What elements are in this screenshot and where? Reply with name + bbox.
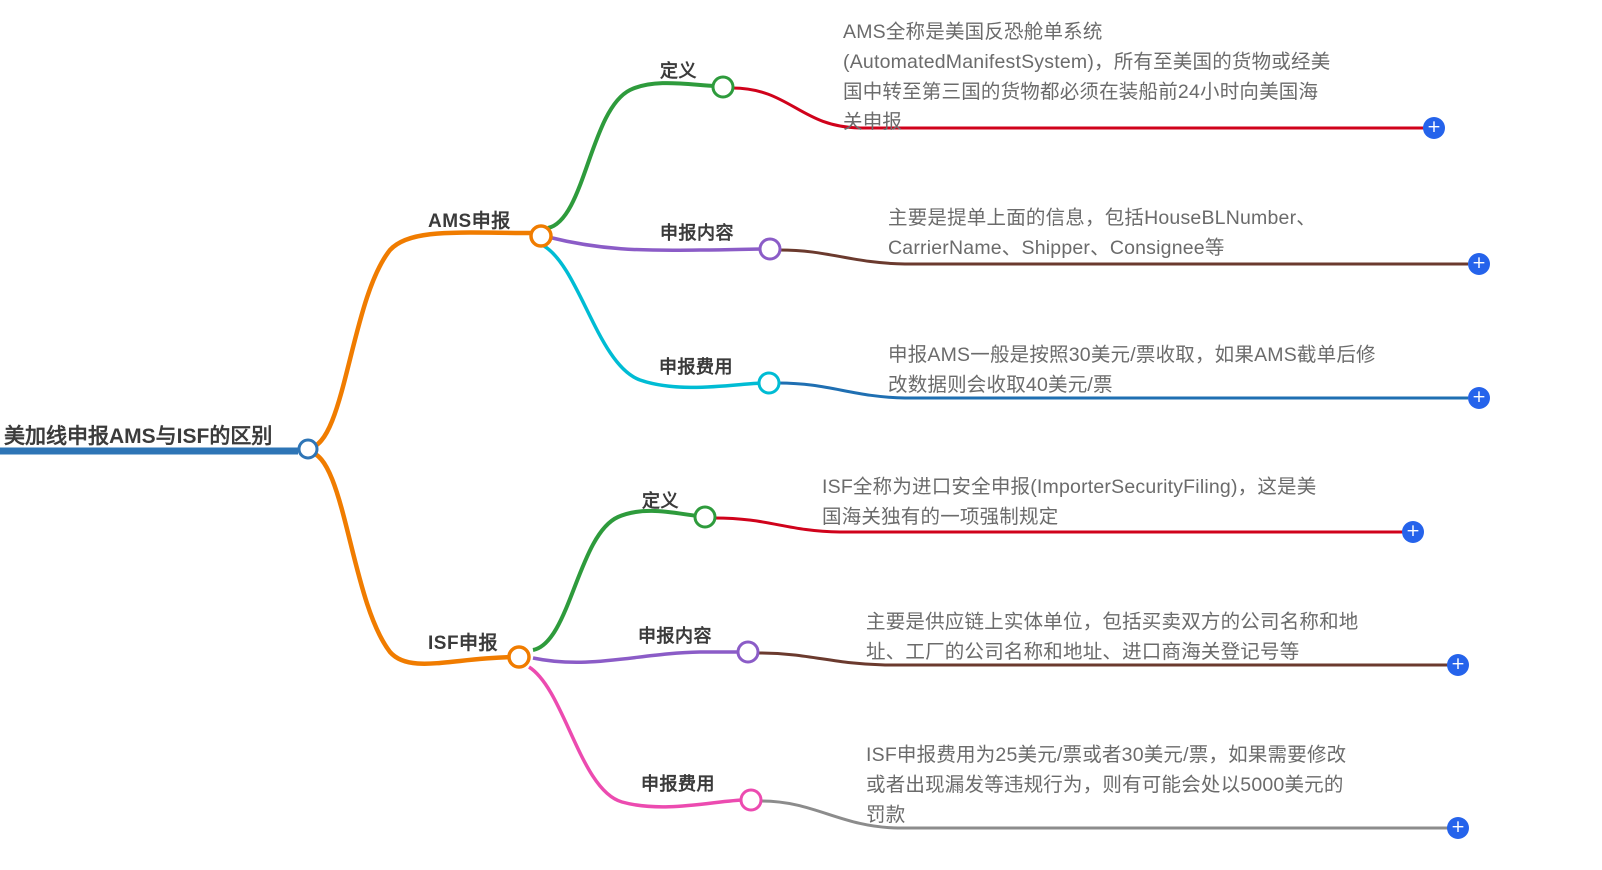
node-circle-ams-content	[758, 237, 782, 261]
link-ams-to-definition	[547, 81, 717, 230]
expand-button-ams-fee[interactable]: +	[1468, 387, 1490, 409]
leaf-text-ams-fee: 申报AMS一般是按照30美元/票收取，如果AMS截单后修 改数据则会收取40美元…	[888, 344, 1376, 396]
leaf-text-isf-definition: ISF全称为进口安全申报(ImporterSecurityFiling)，这是美…	[822, 476, 1317, 528]
expand-button-isf-fee[interactable]: +	[1447, 817, 1469, 839]
node-circle-isf	[507, 645, 531, 669]
branch-label-isf[interactable]: ISF申报	[428, 633, 499, 654]
leaf-text-ams-definition: AMS全称是美国反恐舱单系统 (AutomatedManifestSystem)…	[843, 21, 1331, 133]
expand-button-isf-definition[interactable]: +	[1402, 521, 1424, 543]
expand-button-ams-definition[interactable]: +	[1423, 117, 1445, 139]
node-circle-isf-content	[736, 640, 760, 664]
node-label-ams-content[interactable]: 申报内容	[660, 223, 734, 243]
node-circle-isf-fee	[739, 788, 763, 812]
node-label-isf-content[interactable]: 申报内容	[638, 626, 712, 646]
expand-button-isf-content[interactable]: +	[1447, 654, 1469, 676]
branch-label-ams[interactable]: AMS申报	[428, 211, 511, 232]
link-isf-to-content	[532, 650, 742, 664]
node-circle-isf-definition	[693, 505, 717, 529]
link-root-to-ams	[307, 230, 534, 451]
node-label-ams-definition[interactable]: 定义	[660, 61, 697, 81]
node-label-ams-fee[interactable]: 申报费用	[659, 357, 733, 377]
expand-button-ams-content[interactable]: +	[1468, 253, 1490, 275]
leaf-text-isf-content: 主要是供应链上实体单位，包括买卖双方的公司名称和地 址、工厂的公司名称和地址、进…	[866, 611, 1359, 663]
node-circle-ams-definition	[711, 75, 735, 99]
leaf-text-isf-fee: ISF申报费用为25美元/票或者30美元/票，如果需要修改 或者出现漏发等违规行…	[866, 744, 1347, 826]
leaf-text-ams-content: 主要是提单上面的信息，包括HouseBLNumber、 CarrierName、…	[888, 207, 1316, 259]
node-circle-ams	[529, 224, 553, 248]
root-node-label[interactable]: 美加线申报AMS与ISF的区别	[4, 425, 273, 448]
node-label-isf-fee[interactable]: 申报费用	[641, 774, 715, 794]
root-node-circle	[297, 438, 319, 460]
node-label-isf-definition[interactable]: 定义	[642, 491, 679, 511]
node-circle-ams-fee	[757, 371, 781, 395]
